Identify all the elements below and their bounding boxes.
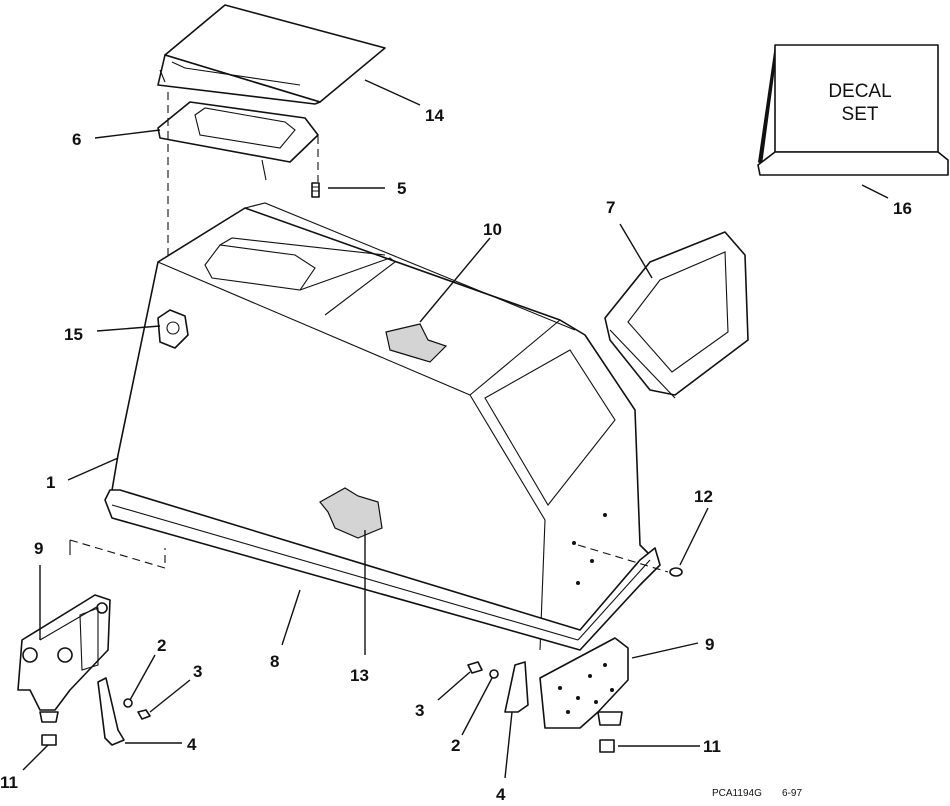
part-15-grommet (157, 309, 189, 349)
callout-1: 1 (46, 473, 55, 492)
callout-8: 8 (270, 652, 279, 671)
callout-5: 5 (397, 179, 406, 198)
part-16-decal-box: DECAL SET (757, 44, 949, 176)
part-6-seal (157, 101, 319, 181)
callout-2-left: 2 (157, 636, 166, 655)
decal-set-line2: SET (842, 104, 879, 125)
figure-code: PCA1194G (712, 788, 762, 799)
callout-9-right: 9 (705, 635, 714, 654)
callout-6: 6 (72, 130, 81, 149)
callout-15: 15 (64, 325, 83, 344)
part-8-seal-strip (104, 489, 661, 651)
decal-set-line1: DECAL (828, 81, 891, 102)
alignment-line-bracket (69, 539, 166, 569)
callout-4-left: 4 (187, 735, 197, 754)
part-2-washer-right (489, 669, 499, 679)
callout-2-right: 2 (451, 736, 460, 755)
part-7-window-frame (604, 231, 749, 399)
callout-11-left: 11 (0, 773, 18, 792)
part-3-screw-left (137, 709, 151, 720)
part-9-bracket-left (17, 594, 111, 711)
part-9-plate-right (539, 637, 629, 729)
callout-10: 10 (483, 220, 502, 239)
callout-7: 7 (606, 198, 615, 217)
alignment-line-pin (577, 544, 669, 573)
callout-9-left: 9 (34, 539, 43, 558)
figure-date: 6-97 (782, 788, 802, 799)
callout-4-right: 4 (496, 785, 506, 801)
callout-16: 16 (893, 199, 912, 218)
callout-11-right: 11 (703, 737, 721, 756)
part-12-pin (669, 567, 683, 577)
callout-12: 12 (694, 487, 713, 506)
leader-lines (22, 79, 889, 779)
part-14-top-cover (157, 4, 386, 105)
callout-3-left: 3 (193, 662, 202, 681)
part-11-bumper-right (597, 711, 623, 753)
part-4-clip-left (97, 677, 125, 746)
callout-3-right: 3 (415, 701, 424, 720)
part-13-decal (319, 487, 383, 539)
callout-14: 14 (425, 106, 444, 125)
part-4-clip-right (504, 661, 529, 713)
part-11-bumper-left (39, 711, 59, 746)
part-3-screw-right (467, 661, 483, 674)
callout-13: 13 (350, 666, 369, 685)
part-5-screw (311, 182, 320, 198)
part-10-decal (385, 323, 448, 363)
part-2-washer-left (123, 698, 133, 708)
callout-labels: 6 14 5 15 1 10 7 12 16 8 13 9 9 2 3 4 11… (0, 106, 912, 804)
